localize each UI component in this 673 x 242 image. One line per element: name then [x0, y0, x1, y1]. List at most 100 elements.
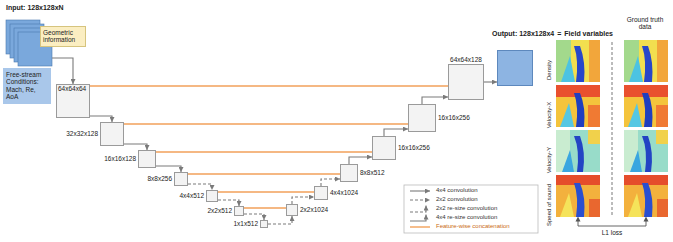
encoder-block: 2x2x512: [234, 206, 244, 216]
legend-text: 4x4 convolution: [436, 187, 478, 194]
label-anchor: 16x16x256: [398, 144, 430, 151]
field-image: [556, 175, 600, 217]
legend-text: 4x4 re-size convolution: [436, 214, 497, 221]
legend-text: Feature-wise concatenation: [436, 223, 510, 230]
conv-arrow: [52, 58, 73, 84]
field-image: [556, 130, 600, 172]
loss-label: L1 loss: [602, 229, 623, 236]
size-label: 64x64x64: [57, 85, 89, 93]
encoder-block: 8x8x256: [174, 172, 188, 186]
field-name: Speed of sound: [546, 184, 553, 226]
column-heading: Ground truth data: [620, 16, 670, 31]
label-anchor: 64x64x128: [450, 56, 482, 63]
bracket-arrowhead: [644, 217, 649, 222]
truth-image: [624, 130, 668, 172]
legend-text: 2x2 re-size convolution: [436, 205, 497, 212]
label-anchor: 4x4x1024: [330, 189, 358, 196]
label-anchor: 4x4x512: [179, 192, 204, 199]
truth-image: [624, 40, 668, 82]
legend-sample: [410, 206, 426, 213]
label-anchor: 2x2x512: [207, 207, 232, 214]
encoder-block: 16x16x128: [138, 150, 156, 168]
conv-arrow: [268, 216, 292, 224]
field-image: [556, 40, 600, 82]
truth-image: [624, 175, 668, 217]
label-anchor: =: [557, 30, 561, 38]
label-anchor: 32x32x128: [66, 130, 98, 137]
encoder-block: 64x64x64: [56, 84, 90, 118]
truth-image: [624, 85, 668, 127]
output-heading: Output: 128x128x4: [492, 30, 554, 38]
conv-arrow: [321, 179, 340, 186]
decoder-block: 64x64x128: [448, 64, 484, 100]
size-label: 1x1x512: [233, 220, 258, 227]
size-label: 2x2x512: [207, 207, 232, 214]
label-anchor: 16x16x256: [438, 114, 470, 121]
legend-text: 2x2 convolution: [436, 196, 478, 203]
size-label: 32x32x128: [66, 130, 98, 137]
label-anchor: L1 loss: [600, 229, 625, 236]
label-anchor: 4x4 convolution: [436, 187, 478, 194]
size-label: 8x8x512: [360, 169, 385, 176]
label-anchor: 8x8x512: [360, 169, 385, 176]
concat-line: [218, 191, 314, 192]
box-text: Geometric information: [43, 29, 83, 44]
concat-line: [90, 85, 448, 86]
label-anchor: 1x1x512: [233, 220, 258, 227]
decoder-block: 4x4x1024: [314, 186, 328, 200]
encoder-block: 4x4x512: [206, 190, 218, 202]
loss-bracket: [578, 221, 646, 226]
field-name: Density: [546, 60, 553, 80]
conv-arrow: [384, 129, 408, 136]
divider-line: [612, 42, 613, 216]
conv-arrow: [292, 197, 314, 204]
field-image: [556, 85, 600, 127]
field-name: Velocity-Y: [546, 147, 553, 174]
label-anchor: Field variables: [564, 30, 613, 38]
equals-sign: =: [557, 30, 561, 38]
label-anchor: Feature-wise concatenation: [436, 223, 510, 230]
geometry-box: Geometric information: [40, 26, 86, 47]
output-caption: Field variables: [564, 30, 613, 38]
conv-arrow: [484, 81, 497, 82]
size-label: 2x2x1024: [300, 206, 328, 213]
encoder-block: 32x32x128: [100, 122, 124, 146]
legend-sample: [410, 226, 430, 227]
label-anchor: 4x4 re-size convolution: [436, 214, 497, 221]
decoder-block: 16x16x256: [372, 136, 396, 160]
size-label: 4x4x1024: [330, 189, 358, 196]
legend-box: [404, 185, 538, 233]
concat-line: [244, 207, 286, 208]
decoder-block: 8x8x512: [340, 164, 358, 182]
size-label: 16x16x256: [438, 114, 470, 121]
label-anchor: Ground truth data: [620, 16, 670, 31]
label-anchor: 2x2x1024: [300, 206, 328, 213]
concat-line: [188, 173, 340, 174]
size-label: 4x4x512: [179, 192, 204, 199]
decoder-block: 2x2x1024: [286, 204, 298, 216]
label-anchor: 16x16x128: [104, 155, 136, 162]
legend-samples: [410, 191, 430, 227]
output-block: Output: 128x128x4: [497, 50, 533, 86]
legend-sample: [410, 199, 430, 200]
size-label: 16x16x256: [398, 144, 430, 151]
field-name: Velocity-X: [546, 102, 553, 129]
size-label: 16x16x128: [104, 155, 136, 162]
bracket-arrowhead: [576, 217, 581, 222]
conv-arrow: [349, 157, 372, 164]
label-anchor: 8x8x256: [147, 175, 172, 182]
decoder-block: 16x16x256: [408, 104, 436, 132]
label-anchor: Output: 128x128x4: [492, 30, 554, 38]
bottleneck-block: 1x1x512: [260, 220, 268, 228]
legend-sample: [410, 215, 426, 222]
size-label: 64x64x128: [450, 56, 482, 63]
input-heading: Input: 128x128xN: [6, 4, 64, 12]
label-anchor: 2x2 convolution: [436, 196, 478, 203]
label-anchor: Input: 128x128xN: [6, 4, 64, 12]
box-text: Free-stream Conditions: Mach, Re, AoA: [6, 71, 48, 101]
label-anchor: 2x2 re-size convolution: [436, 205, 497, 212]
concat-line: [156, 151, 372, 152]
concat-line: [124, 123, 408, 124]
